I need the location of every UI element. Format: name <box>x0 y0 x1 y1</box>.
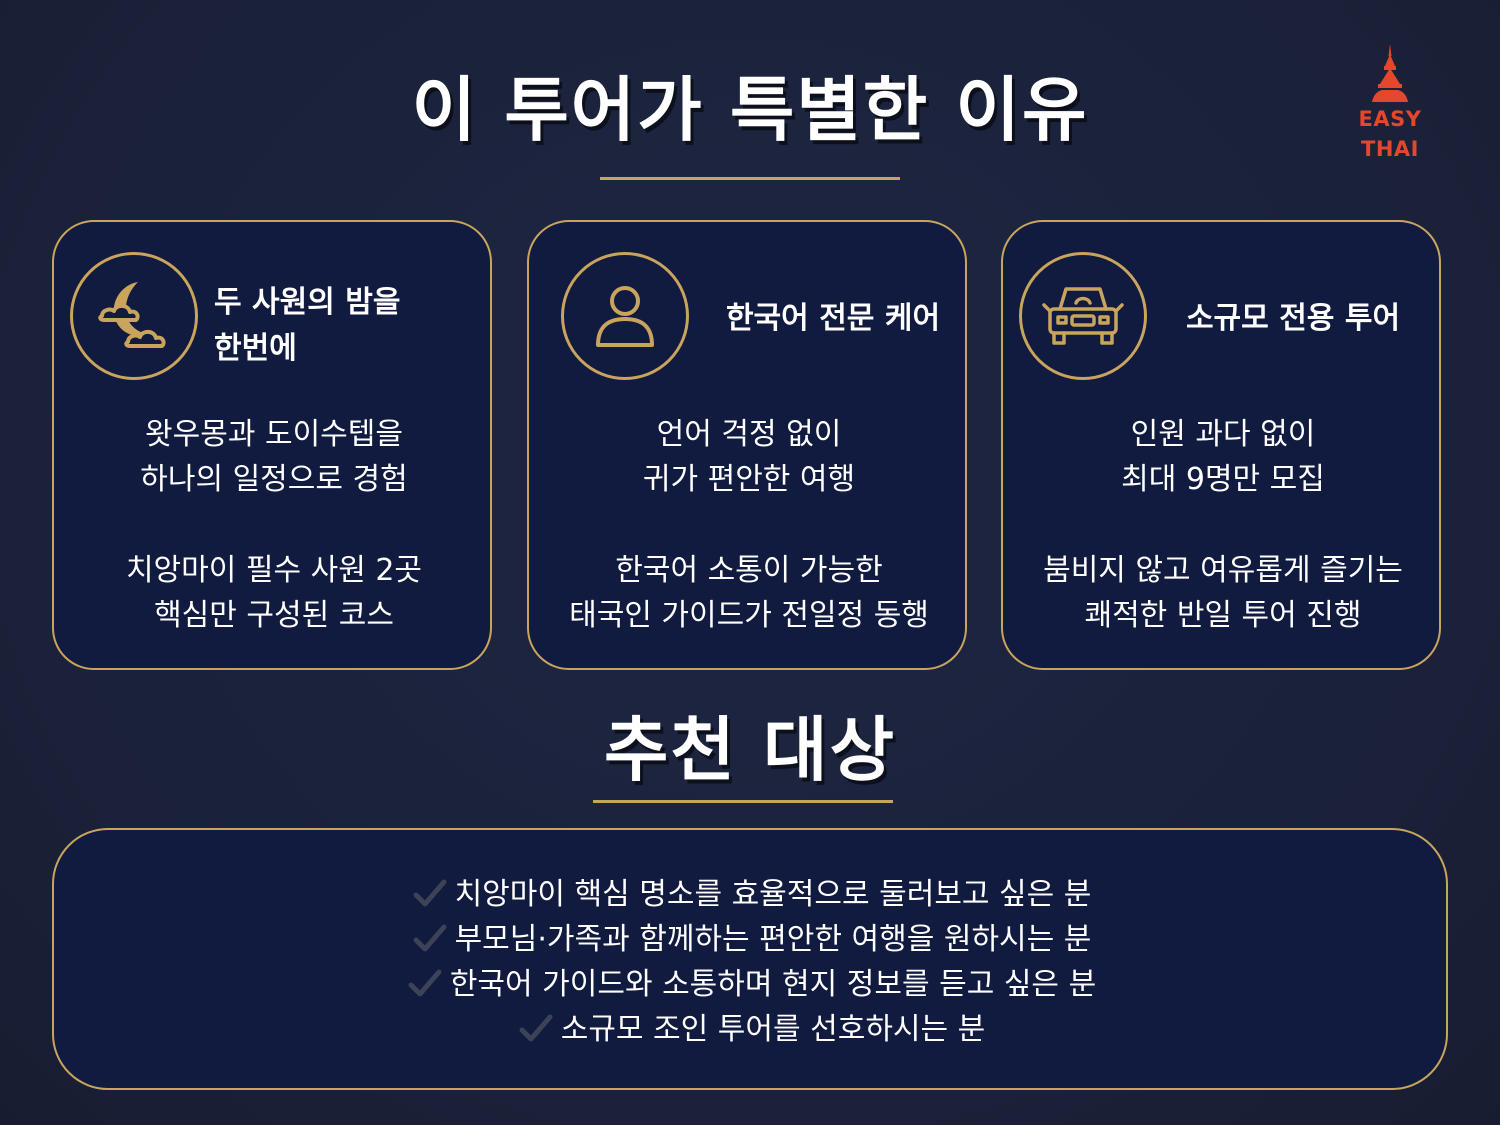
recommend-title: 추천 대상 <box>604 709 896 791</box>
person-icon <box>596 286 654 347</box>
card-body-primary: 언어 걱정 없이 귀가 편안한 여행 <box>642 417 856 497</box>
card-title: 두 사원의 밤을 한번에 <box>214 285 401 366</box>
icon-circle <box>1019 252 1147 380</box>
card-body-secondary: 한국어 소통이 가능한 태국인 가이드가 전일정 동행 <box>569 553 929 633</box>
moon-cloud-icon <box>98 282 166 348</box>
list-item-text: 한국어 가이드와 소통하며 현지 정보를 듣고 싶은 분 <box>449 967 1097 1002</box>
icon-circle <box>70 252 198 380</box>
card-body-secondary: 치앙마이 필수 사원 2곳 핵심만 구성된 코스 <box>125 553 423 633</box>
logo-text-easy: EASY <box>1358 107 1422 131</box>
list-item: 한국어 가이드와 소통하며 현지 정보를 듣고 싶은 분 <box>54 962 1450 1007</box>
card-body-primary: 왓우몽과 도이수텝을 하나의 일정으로 경험 <box>140 417 408 497</box>
list-item: 부모님·가족과 함께하는 편안한 여행을 원하시는 분 <box>54 917 1450 962</box>
title-underline <box>600 177 900 180</box>
page-title: 이 투어가 특별한 이유 <box>411 69 1089 151</box>
check-icon <box>408 969 442 997</box>
car-icon <box>1042 287 1124 345</box>
recommend-box: 치앙마이 핵심 명소를 효율적으로 둘러보고 싶은 분 부모님·가족과 함께하는… <box>52 828 1448 1090</box>
feature-card-temples: 두 사원의 밤을 한번에 왓우몽과 도이수텝을 하나의 일정으로 경험 치앙마이… <box>52 220 492 670</box>
card-body-secondary: 붐비지 않고 여유롭게 즐기는 쾌적한 반일 투어 진행 <box>1043 553 1403 633</box>
list-item-text: 부모님·가족과 함께하는 편안한 여행을 원하시는 분 <box>454 922 1092 957</box>
recommend-list: 치앙마이 핵심 명소를 효율적으로 둘러보고 싶은 분 부모님·가족과 함께하는… <box>54 872 1450 1052</box>
list-item: 치앙마이 핵심 명소를 효율적으로 둘러보고 싶은 분 <box>54 872 1450 917</box>
list-item-text: 치앙마이 핵심 명소를 효율적으로 둘러보고 싶은 분 <box>454 877 1092 912</box>
check-icon <box>413 879 447 907</box>
card-body-primary: 인원 과다 없이 최대 9명만 모집 <box>1121 417 1325 497</box>
recommend-underline <box>593 800 893 803</box>
list-item: 소규모 조인 투어를 선호하시는 분 <box>54 1007 1450 1052</box>
logo-text-thai: THAI <box>1361 137 1419 161</box>
icon-circle <box>561 252 689 380</box>
check-icon <box>519 1014 553 1042</box>
card-title: 한국어 전문 케어 <box>725 301 941 336</box>
pagoda-icon <box>1372 44 1408 102</box>
easy-thai-logo: EASY THAI <box>1352 42 1428 166</box>
feature-card-small-group: 소규모 전용 투어 인원 과다 없이 최대 9명만 모집 붐비지 않고 여유롭게… <box>1001 220 1441 670</box>
feature-card-korean-care: 한국어 전문 케어 언어 걱정 없이 귀가 편안한 여행 한국어 소통이 가능한… <box>527 220 967 670</box>
list-item-text: 소규모 조인 투어를 선호하시는 분 <box>560 1012 986 1047</box>
check-icon <box>413 924 447 952</box>
card-title: 소규모 전용 투어 <box>1185 301 1401 336</box>
